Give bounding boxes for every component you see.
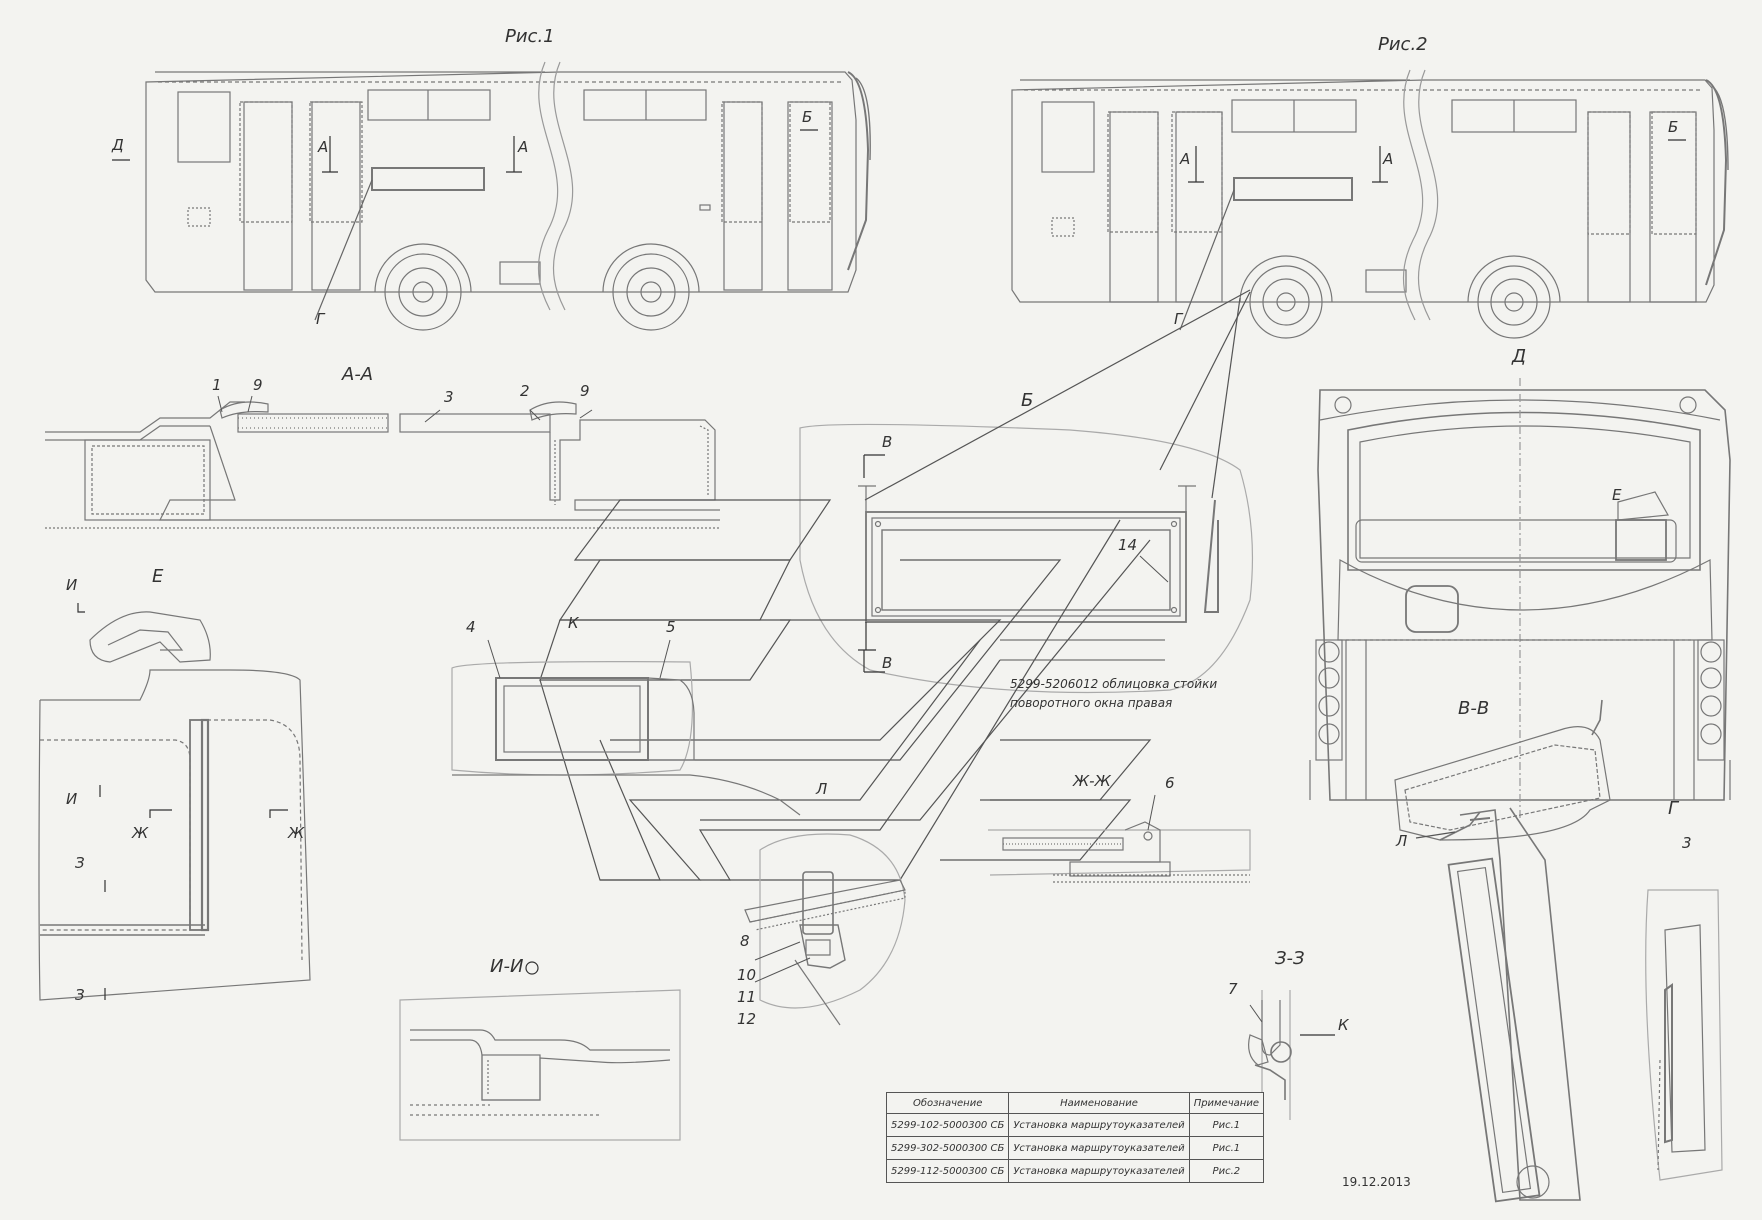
spec-cell-designation: 5299-302-5000300 СБ	[885, 1136, 1010, 1160]
detail-b	[539, 289, 1254, 881]
section-aa	[45, 401, 720, 529]
arrow-a-fig1-right: А	[518, 138, 529, 156]
arrow-i-top: И	[66, 576, 78, 594]
view-d-label: Д	[1512, 346, 1527, 367]
specification-table: Обозначение Наименование Примечание 5299…	[885, 1092, 1264, 1183]
arrow-a-fig2-right: А	[1383, 150, 1394, 168]
arrow-v-bottom: В	[882, 654, 893, 672]
arrow-a-fig1-left: А	[318, 138, 329, 156]
view-e-label: Е	[152, 566, 164, 587]
view-b-label: Б	[1021, 390, 1034, 411]
arrow-d-fig1: Д	[112, 136, 124, 154]
section-ii-label: И-И	[490, 956, 524, 977]
pos-1: 1	[212, 376, 222, 394]
arrow-zh-left: Ж	[132, 824, 149, 842]
spec-cell-designation: 5299-112-5000300 СБ	[885, 1159, 1010, 1183]
view-d	[1309, 378, 1731, 820]
fig2-label: Рис.2	[1378, 34, 1428, 55]
section-vv	[1394, 699, 1611, 1203]
pos-11: 11	[737, 988, 757, 1006]
arrow-g-fig2: Г	[1174, 310, 1183, 328]
spec-cell-name: Установка маршрутоуказателей	[1008, 1159, 1190, 1183]
section-vv-label: В-В	[1458, 698, 1490, 719]
spec-cell-name: Установка маршрутоуказателей	[1008, 1136, 1190, 1160]
arrow-b-fig1: Б	[802, 108, 813, 126]
arrow-z-bottom: З	[75, 986, 85, 1004]
leader-lines	[217, 395, 1263, 1023]
detail-l	[744, 833, 906, 1026]
pos-9-right: 9	[580, 382, 590, 400]
note-line-1: 5299-5206012 облицовка стойки	[1010, 677, 1218, 691]
detail-4-5	[451, 661, 801, 816]
pos-4: 4	[466, 618, 476, 636]
fig1-label: Рис.1	[505, 26, 555, 47]
arrow-a-fig2-left: А	[1180, 150, 1191, 168]
spec-row: 5299-112-5000300 СБ Установка маршрутоук…	[885, 1159, 1264, 1183]
spec-cell-note: Рис.2	[1188, 1159, 1264, 1183]
view-l-label: Л	[816, 780, 828, 798]
arrow-l: Л	[1396, 832, 1408, 850]
arrow-e: Е	[1612, 486, 1622, 504]
pos-6: 6	[1165, 774, 1175, 792]
arrow-v-top: В	[882, 433, 893, 451]
arrow-b-fig2: Б	[1668, 118, 1679, 136]
bus-side-view-fig1	[112, 61, 871, 331]
arrow-zh-right: Ж	[288, 824, 305, 842]
pos-3-g: 3	[1682, 834, 1692, 852]
arrow-g-fig1: Г	[316, 310, 325, 328]
bus-side-view-fig2	[1011, 69, 1729, 339]
arrow-k-left: К	[568, 614, 579, 632]
view-e	[38, 603, 311, 1001]
note-line-2: поворотного окна правая	[1010, 696, 1173, 710]
pos-12: 12	[737, 1010, 757, 1028]
spec-header-note: Примечание	[1188, 1092, 1264, 1114]
section-zhzh-label: Ж-Ж	[1073, 772, 1111, 790]
pos-8: 8	[740, 932, 750, 950]
pos-14: 14	[1118, 536, 1138, 554]
pos-5: 5	[666, 618, 676, 636]
pos-3-aa: 3	[444, 388, 454, 406]
section-aa-label: А-А	[342, 364, 374, 385]
spec-cell-name: Установка маршрутоуказателей	[1008, 1113, 1190, 1137]
arrow-k-right: К	[1338, 1016, 1349, 1034]
view-g	[1645, 889, 1723, 1181]
spec-row: 5299-302-5000300 СБ Установка маршрутоук…	[885, 1136, 1264, 1160]
spec-cell-note: Рис.1	[1188, 1113, 1264, 1137]
section-zhzh	[988, 821, 1251, 883]
drawing-date: 19.12.2013	[1342, 1175, 1411, 1189]
spec-header-name: Наименование	[1008, 1092, 1190, 1114]
spec-row: 5299-102-5000300 СБ Установка маршрутоук…	[885, 1113, 1264, 1137]
section-ii	[399, 961, 681, 1141]
spec-header-designation: Обозначение	[885, 1092, 1010, 1114]
pos-2: 2	[520, 382, 530, 400]
spec-cell-note: Рис.1	[1188, 1136, 1264, 1160]
pos-9-left: 9	[253, 376, 263, 394]
pos-7: 7	[1228, 980, 1238, 998]
arrow-z-top: З	[75, 854, 85, 872]
section-zz-label: З-З	[1275, 948, 1305, 969]
view-g-label: Г	[1668, 798, 1679, 819]
section-zz	[1248, 990, 1335, 1120]
spec-header-row: Обозначение Наименование Примечание	[885, 1092, 1264, 1114]
arrow-i-mid: И	[66, 790, 78, 808]
spec-cell-designation: 5299-102-5000300 СБ	[885, 1113, 1010, 1137]
pos-10: 10	[737, 966, 757, 984]
